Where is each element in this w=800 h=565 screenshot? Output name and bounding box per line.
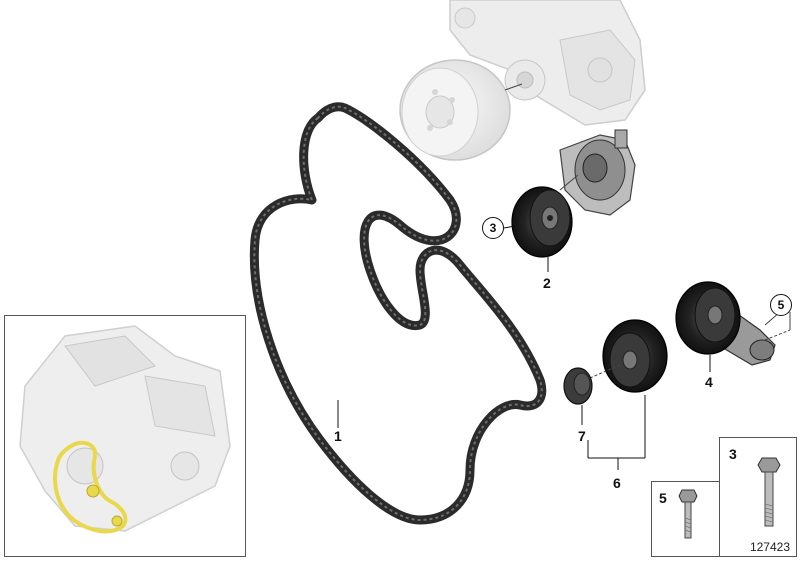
crank-pulley-ghost (399, 59, 523, 161)
hardware-box-3 (719, 437, 797, 557)
ribbed-belt (249, 102, 547, 525)
hardware-box-5 (651, 481, 721, 557)
tensioner-pulley (511, 186, 573, 272)
callout-7: 7 (578, 428, 586, 444)
callout-2: 2 (543, 275, 551, 291)
bolt-3-drawing (757, 457, 781, 527)
inset-drawing (19, 325, 231, 534)
hardware-label-3: 3 (729, 446, 737, 462)
pulley-cover (563, 367, 593, 425)
engine-overview-inset (4, 315, 246, 557)
callout-1: 1 (334, 428, 342, 444)
callout-4: 4 (705, 374, 713, 390)
idler-pulley (589, 319, 668, 393)
inset-belt-highlight (53, 440, 128, 534)
callout-6: 6 (613, 475, 621, 491)
leader-3 (503, 225, 516, 229)
hardware-label-5: 5 (659, 490, 667, 506)
diagram-reference-number: 127423 (749, 540, 790, 554)
callout-5-circled: 5 (770, 294, 792, 316)
callout-bracket-6 (587, 395, 646, 470)
tensioner-body (559, 129, 636, 216)
callout-3-circled: 3 (482, 217, 504, 239)
bolt-5-drawing (678, 489, 698, 539)
idler-arm-assembly (675, 281, 791, 372)
engine-housing-ghost (449, 0, 646, 126)
